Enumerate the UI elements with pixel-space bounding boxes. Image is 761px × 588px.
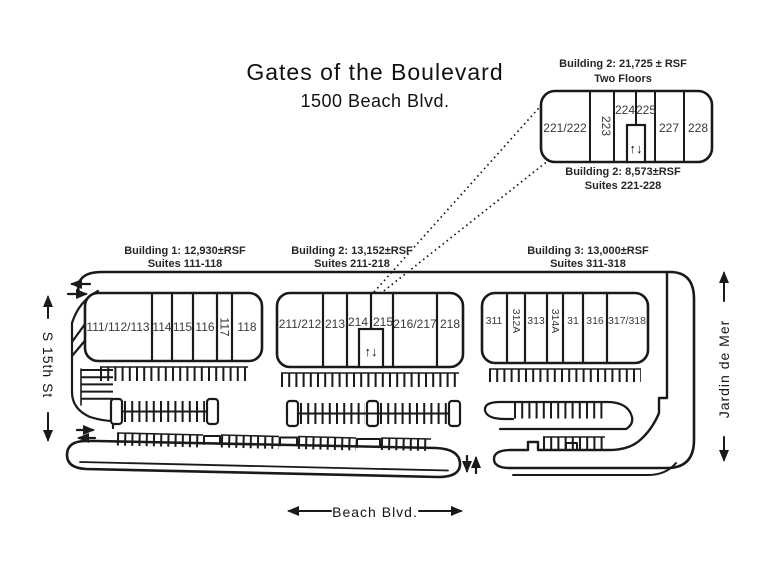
building-2-label-line1: Building 2: 13,152±RSF <box>291 245 413 257</box>
street-label-west: S 15th St <box>40 332 56 399</box>
south-curb-right <box>512 462 677 476</box>
building-2: ↑↓ 211/212 213 214 215 216/217 218 <box>275 291 465 369</box>
suite-213-label: 213 <box>325 317 345 331</box>
suite-211-212-label: 211/212 <box>279 317 322 331</box>
inset-footer-line1: Building 2: 8,573±RSF <box>565 166 681 178</box>
right-road-inner-edge <box>492 270 669 470</box>
suite-223-label: 223 <box>599 116 613 136</box>
suite-221-222-label: 221/222 <box>543 121 587 135</box>
suite-312a-label: 312A <box>510 309 522 334</box>
second-floor-inset: Building 2: 21,725 ± RSF Two Floors ↑↓ 2… <box>539 58 714 192</box>
stairs-icon: ↑↓ <box>630 141 643 156</box>
plan-title: Gates of the Boulevard <box>246 59 503 85</box>
two-way-traffic-icon <box>66 279 92 299</box>
island-end-cap <box>285 399 300 428</box>
suite-216-217-label: 216/217 <box>393 317 437 331</box>
suite-214-label: 214 <box>348 315 368 329</box>
island-hook-outline <box>483 400 634 431</box>
top-road-edge <box>76 270 696 470</box>
suite-227-label: 227 <box>659 121 679 135</box>
plan-subtitle: 1500 Beach Blvd. <box>300 91 449 111</box>
parking-stall-cap <box>220 434 280 438</box>
street-labels: S 15th St Jardin de Mer Beach Blvd. <box>40 271 732 520</box>
suite-111-112-113-label: 111/112/113 <box>86 320 149 334</box>
south-curb-left <box>79 461 449 472</box>
building-1-label-line2: Suites 111-118 <box>148 258 223 270</box>
projection-dotted-line <box>373 99 547 293</box>
parking <box>81 366 641 451</box>
suite-311-label: 311 <box>486 315 503 327</box>
suite-224-label: 224 <box>615 103 635 117</box>
suite-315-label: 31 <box>567 315 579 327</box>
suite-314a-label: 314A <box>549 309 561 334</box>
parking-stall-ticks <box>220 435 280 449</box>
inset-header-line2: Two Floors <box>594 73 652 85</box>
parking-stall-ticks <box>380 438 432 451</box>
building-2-label-line2: Suites 211-218 <box>314 258 390 270</box>
suite-317-318-label: 317/318 <box>608 315 646 327</box>
suite-218-label: 218 <box>440 317 460 331</box>
building-3-label-line1: Building 3: 13,000±RSF <box>527 245 649 257</box>
parking-island <box>109 397 220 426</box>
island-end-cap <box>109 397 124 426</box>
suite-118-label: 118 <box>237 320 256 334</box>
street-label-south: Beach Blvd. <box>332 504 418 520</box>
building-2-stairwell-box <box>357 327 385 369</box>
building-3-label-line2: Suites 311-318 <box>550 258 626 270</box>
suite-116-label: 116 <box>195 320 214 334</box>
suite-228-label: 228 <box>688 121 708 135</box>
suite-114-label: 114 <box>152 320 171 334</box>
parking-stall-cap <box>116 432 204 436</box>
suite-316-label: 316 <box>586 315 604 327</box>
south-strip-stalls <box>116 432 432 451</box>
inset-header-line1: Building 2: 21,725 ± RSF <box>559 58 687 70</box>
inset-footer-line2: Suites 221-228 <box>585 180 661 192</box>
island-end-cap <box>447 399 462 428</box>
curb-bump <box>203 435 221 445</box>
inset-stairwell-box <box>625 123 647 164</box>
parking-stall-ticks <box>297 437 357 451</box>
curb-bump <box>356 438 381 448</box>
building-labels: Building 1: 12,930±RSF Suites 111-118 Bu… <box>124 245 649 270</box>
south-parking-strip-outline <box>65 439 462 479</box>
parking-island <box>483 400 634 431</box>
title-block: Gates of the Boulevard 1500 Beach Blvd. <box>246 59 503 111</box>
suite-215-label: 215 <box>373 315 393 329</box>
suite-117-label: 117 <box>218 317 232 336</box>
building-3: 311 312A 313 314A 31 316 317/318 <box>480 291 650 365</box>
parking-stall-cap <box>297 435 357 439</box>
right-strip-stalls <box>543 436 605 450</box>
two-way-traffic-icon <box>462 454 481 475</box>
island-end-cap <box>205 397 220 426</box>
parking-island <box>285 399 462 428</box>
suite-313-label: 313 <box>527 315 545 327</box>
projection-lines <box>373 99 550 295</box>
curb-bump <box>279 436 298 447</box>
suite-115-label: 115 <box>173 320 192 334</box>
street-label-east: Jardin de Mer <box>716 320 732 419</box>
stairs-icon: ↑↓ <box>365 344 378 359</box>
suite-225-label: 225 <box>636 103 656 117</box>
projection-dotted-line <box>379 159 550 295</box>
west-road-edge <box>70 340 115 430</box>
two-way-traffic-icon <box>75 425 97 443</box>
building-1-label-line1: Building 1: 12,930±RSF <box>124 245 246 257</box>
building-1: 111/112/113 114 115 116 117 118 <box>83 291 264 363</box>
